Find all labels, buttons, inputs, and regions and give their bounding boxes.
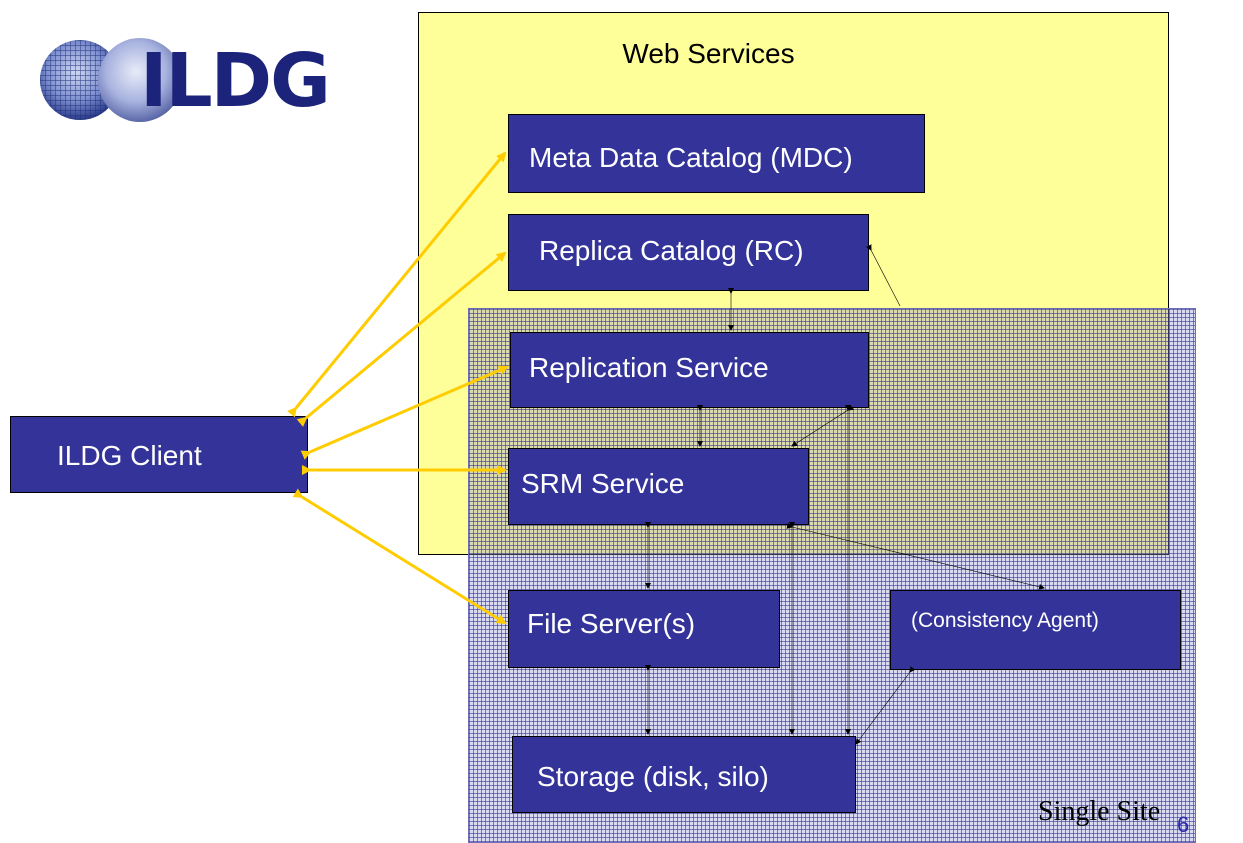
srm-service-box[interactable]: SRM Service [508, 448, 809, 525]
conn-replication-srm-right [791, 404, 854, 447]
logo-graphic [40, 38, 182, 122]
conn-consistency-storage [855, 666, 916, 745]
replication-service-label: Replication Service [529, 352, 769, 383]
arrow-client-file-server [292, 488, 507, 625]
replica-catalog-box[interactable]: Replica Catalog (RC) [508, 214, 869, 291]
arrow-client-rc [296, 251, 507, 427]
conn-srm-consistency [786, 522, 1045, 590]
replica-catalog-label: Replica Catalog (RC) [539, 235, 804, 266]
consistency-agent-label: (Consistency Agent) [911, 609, 1099, 632]
consistency-agent-box[interactable]: (Consistency Agent) [890, 590, 1181, 670]
slide-number: 6 [1177, 812, 1190, 837]
file-server-box[interactable]: File Server(s) [508, 590, 780, 668]
replication-service-box[interactable]: Replication Service [510, 332, 869, 408]
file-server-label: File Server(s) [527, 608, 696, 639]
conn-rc-consistency [866, 244, 901, 307]
storage-box[interactable]: Storage (disk, silo) [512, 736, 856, 813]
arrow-client-replication [300, 365, 509, 460]
meta-data-catalog-box[interactable]: Meta Data Catalog (MDC) [508, 114, 925, 193]
srm-service-label: SRM Service [521, 468, 685, 499]
ildg-client-box[interactable]: ILDG Client [10, 416, 308, 493]
ildg-client-label: ILDG Client [57, 440, 202, 471]
internal-connectors [645, 244, 1045, 745]
single-site-label: Single Site [1038, 796, 1161, 827]
storage-label: Storage (disk, silo) [537, 761, 769, 792]
ildg-logo [40, 35, 330, 145]
web-services-title: Web Services [622, 38, 795, 69]
client-arrows [287, 151, 509, 625]
logo-text: ILDG [140, 38, 331, 124]
meta-data-catalog-label: Meta Data Catalog (MDC) [529, 142, 853, 173]
